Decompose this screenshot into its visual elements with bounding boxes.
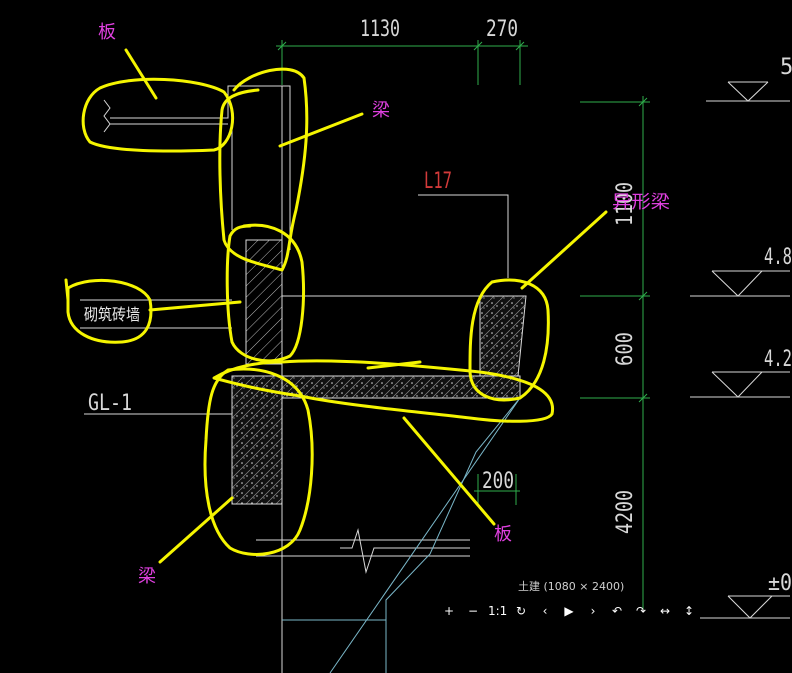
masonry-wall <box>245 239 283 365</box>
yellow-highlights <box>64 48 608 564</box>
zoom-out-button[interactable]: − <box>467 604 479 618</box>
annotation-beam-bottom: 梁 <box>138 566 156 587</box>
elevation-0: ±0 <box>768 571 792 596</box>
annotation-special-beam: 异形梁 <box>612 192 670 213</box>
redo-button[interactable]: ↷ <box>635 604 647 618</box>
zoom-in-button[interactable]: + <box>443 604 455 618</box>
rotate-button[interactable]: ↻ <box>515 604 527 618</box>
elevation-4-2: 4.2 <box>764 347 792 372</box>
dim-200: 200 <box>482 469 514 494</box>
dimension-lines <box>276 40 650 610</box>
sloped-slab-lines <box>282 397 521 673</box>
dim-600: 600 <box>613 332 638 366</box>
fit-height-button[interactable]: ↕ <box>683 604 695 618</box>
dim-1100: 1100 <box>613 182 638 226</box>
label-masonry-wall: 砌筑砖墙 <box>84 305 140 324</box>
label-l17: L17 <box>424 169 452 194</box>
elevation-markers <box>690 81 790 619</box>
undo-button[interactable]: ↶ <box>611 604 623 618</box>
image-viewer-toolbar: 土建 (1080 × 2400) +−1:1 ↻ ‹ ▶ › ↶ ↷ ↔ ↕ <box>440 578 700 628</box>
dim-4200: 4200 <box>613 490 638 534</box>
label-gl1: GL-1 <box>88 391 132 416</box>
play-button[interactable]: ▶ <box>564 604 574 618</box>
annotation-beam-top: 梁 <box>372 100 390 121</box>
bottom-slab <box>281 375 521 399</box>
viewer-tools: +−1:1 ↻ ‹ ▶ › ↶ ↷ ↔ ↕ <box>440 602 698 620</box>
annotation-slab-top: 板 <box>98 22 116 43</box>
elevation-5: 5 <box>780 55 792 80</box>
dim-270: 270 <box>486 17 518 42</box>
special-beam-section <box>479 295 527 377</box>
annotation-slab-bottom: 板 <box>494 524 512 545</box>
viewer-title: 土建 (1080 × 2400) <box>518 580 625 593</box>
next-button[interactable]: › <box>590 604 596 618</box>
column-gl1 <box>231 375 283 505</box>
elevation-4-8: 4.8 <box>764 245 792 270</box>
actual-size-button[interactable]: 1:1 <box>488 604 508 618</box>
fit-width-button[interactable]: ↔ <box>659 604 671 618</box>
previous-button[interactable]: ‹ <box>542 604 548 618</box>
dim-1130: 1130 <box>360 17 400 42</box>
